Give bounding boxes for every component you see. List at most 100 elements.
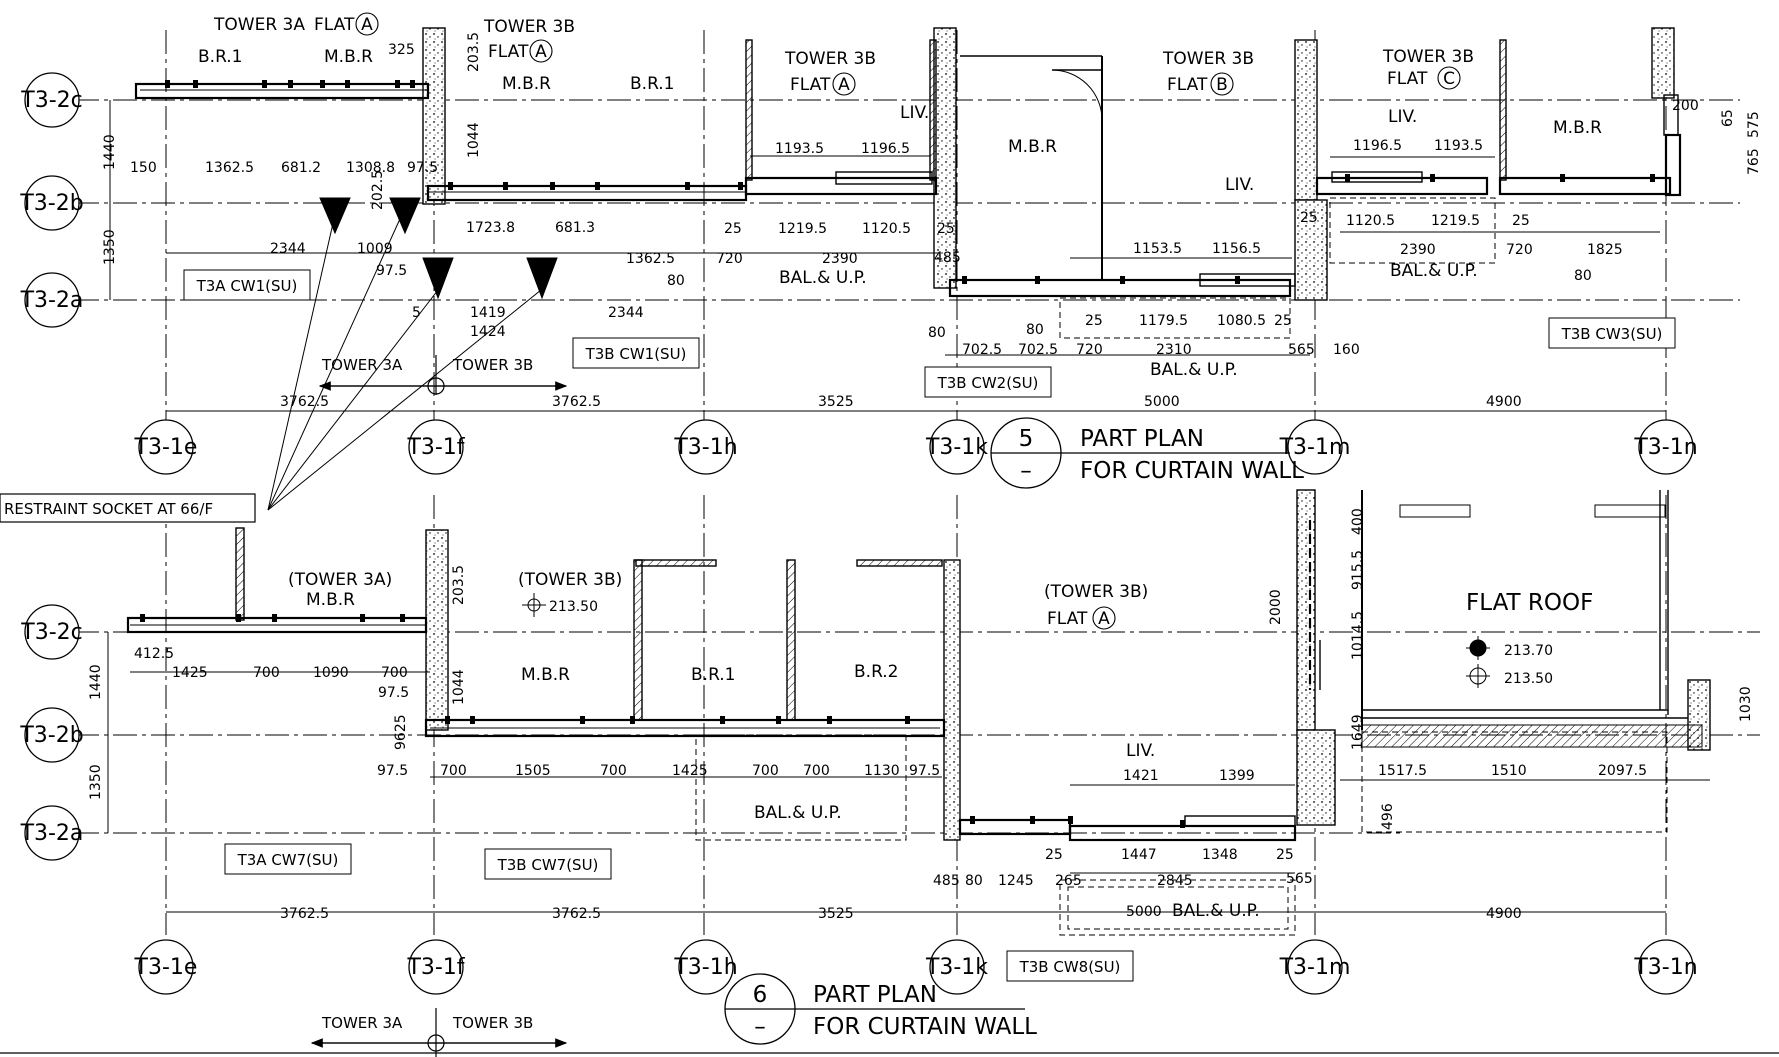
- svg-text:203.5: 203.5: [451, 565, 467, 605]
- svg-text:T3-1e: T3-1e: [134, 955, 198, 980]
- svg-text:1350: 1350: [102, 229, 118, 265]
- cw-tag: T3A CW1(SU): [196, 277, 298, 295]
- svg-text:700: 700: [803, 763, 830, 779]
- svg-text:203.5: 203.5: [466, 32, 482, 72]
- svg-text:80: 80: [928, 325, 946, 341]
- plan6-tower-3b-label: TOWER 3B: [452, 1014, 533, 1032]
- svg-text:200: 200: [1672, 98, 1699, 114]
- svg-text:565: 565: [1288, 342, 1315, 358]
- svg-text:1362.5: 1362.5: [205, 160, 254, 176]
- cw-tag: T3B CW3(SU): [1561, 325, 1663, 343]
- svg-text:A: A: [838, 75, 850, 95]
- svg-text:25: 25: [1276, 847, 1294, 863]
- svg-text:2310: 2310: [1156, 342, 1192, 358]
- svg-text:T3-1n: T3-1n: [1633, 435, 1697, 460]
- svg-text:25: 25: [1045, 847, 1063, 863]
- svg-text:9625: 9625: [393, 714, 409, 750]
- svg-text:T3-1n: T3-1n: [1633, 955, 1697, 980]
- svg-text:A: A: [535, 42, 547, 62]
- svg-text:575: 575: [1746, 111, 1762, 138]
- svg-text:1156.5: 1156.5: [1212, 241, 1261, 257]
- svg-text:25: 25: [1300, 210, 1318, 226]
- svg-text:1362.5: 1362.5: [626, 251, 675, 267]
- svg-text:1130: 1130: [864, 763, 900, 779]
- svg-text:TOWER 3A: TOWER 3A: [213, 15, 305, 35]
- svg-text:5: 5: [412, 305, 421, 321]
- grid-bubble-col-1n-bottom: T3-1n: [1633, 939, 1698, 995]
- svg-text:3762.5: 3762.5: [280, 394, 329, 410]
- plan5-tower-3b-label: TOWER 3B: [452, 356, 533, 374]
- svg-text:3762.5: 3762.5: [280, 906, 329, 922]
- grid-bubble-row-bottom-2b: T3-2b: [19, 707, 84, 763]
- svg-text:4900: 4900: [1486, 906, 1522, 922]
- svg-text:496: 496: [1380, 803, 1396, 830]
- svg-text:FLAT: FLAT: [488, 42, 529, 62]
- svg-text:1348: 1348: [1202, 847, 1238, 863]
- svg-text:720: 720: [1506, 242, 1533, 258]
- svg-text:BAL.& U.P.: BAL.& U.P.: [1172, 901, 1260, 921]
- svg-text:1440: 1440: [88, 664, 104, 700]
- svg-text:(TOWER 3B): (TOWER 3B): [1044, 582, 1148, 602]
- svg-text:2845: 2845: [1157, 873, 1193, 889]
- svg-text:FLAT: FLAT: [1167, 75, 1208, 95]
- svg-text:T3-1e: T3-1e: [134, 435, 198, 460]
- svg-text:1009: 1009: [357, 241, 393, 257]
- svg-text:TOWER 3B: TOWER 3B: [1382, 47, 1474, 67]
- svg-text:1723.8: 1723.8: [466, 220, 515, 236]
- svg-text:B.R.1: B.R.1: [198, 47, 243, 67]
- svg-text:80: 80: [1026, 322, 1044, 338]
- svg-text:702.5: 702.5: [1018, 342, 1058, 358]
- plan5-room-labels: TOWER 3A FLAT A B.R.1 M.B.R TOWER 3B FLA…: [198, 15, 1602, 380]
- svg-text:1399: 1399: [1219, 768, 1255, 784]
- tower-boundary-arrows: [310, 355, 568, 1057]
- restraint-socket-markers: [267, 197, 558, 511]
- grid-bubble-row-bottom-2a: T3-2a: [20, 805, 83, 861]
- svg-text:M.B.R: M.B.R: [324, 47, 373, 67]
- plan5-curtain-wall-line: [134, 82, 1682, 298]
- svg-text:25: 25: [1274, 313, 1292, 329]
- svg-text:2390: 2390: [822, 251, 858, 267]
- svg-text:1425: 1425: [672, 763, 708, 779]
- plan6-title-line1: PART PLAN: [813, 982, 937, 1008]
- svg-text:T3-1m: T3-1m: [1279, 955, 1351, 980]
- svg-text:T3-1f: T3-1f: [406, 955, 465, 980]
- svg-text:25: 25: [937, 221, 955, 237]
- plan6-dash: –: [754, 1014, 766, 1040]
- plan5-balcony-outlines: [1059, 197, 1496, 339]
- restraint-socket-marker: [422, 257, 454, 300]
- plan6-walls: [235, 489, 1711, 841]
- svg-text:202.5: 202.5: [370, 170, 386, 210]
- svg-text:B: B: [1216, 75, 1228, 95]
- svg-text:1193.5: 1193.5: [1434, 138, 1483, 154]
- svg-text:B.R.1: B.R.1: [691, 665, 736, 685]
- svg-text:1196.5: 1196.5: [861, 141, 910, 157]
- svg-text:T3-2c: T3-2c: [20, 88, 82, 113]
- svg-text:2344: 2344: [270, 241, 306, 257]
- plan6-dimension-labels: 412.5 1425 700 1090 700 97.5 203.5 1044 …: [88, 508, 1754, 922]
- grid-bubble-col-1f-top: T3-1f: [406, 419, 466, 475]
- plan6-mullions: [140, 614, 1185, 828]
- cw-tag: T3B CW8(SU): [1019, 958, 1121, 976]
- cw-tag: T3B CW7(SU): [497, 856, 599, 874]
- plan5-mullions: [165, 80, 1655, 284]
- flat-letter-circles: [355, 12, 1461, 630]
- svg-text:T3-1m: T3-1m: [1279, 435, 1351, 460]
- grid-bubble-col-1m-top: T3-1m: [1279, 419, 1351, 475]
- svg-text:1153.5: 1153.5: [1133, 241, 1182, 257]
- svg-text:681.2: 681.2: [281, 160, 321, 176]
- plan5-dash: –: [1020, 458, 1032, 484]
- svg-text:1424: 1424: [470, 324, 506, 340]
- svg-text:BAL.& U.P.: BAL.& U.P.: [779, 268, 867, 288]
- svg-text:(TOWER 3A): (TOWER 3A): [288, 570, 392, 590]
- svg-text:1014.5: 1014.5: [1350, 611, 1366, 660]
- svg-text:1196.5: 1196.5: [1353, 138, 1402, 154]
- svg-text:1179.5: 1179.5: [1139, 313, 1188, 329]
- grid-bubble-row-top-2c: T3-2c: [20, 72, 83, 128]
- svg-text:B.R.1: B.R.1: [630, 74, 675, 94]
- svg-text:1510: 1510: [1491, 763, 1527, 779]
- svg-text:4900: 4900: [1486, 394, 1522, 410]
- plan5-title-line2: FOR CURTAIN WALL: [1080, 458, 1304, 484]
- svg-text:213.70: 213.70: [1504, 643, 1553, 659]
- svg-text:A: A: [1098, 609, 1110, 629]
